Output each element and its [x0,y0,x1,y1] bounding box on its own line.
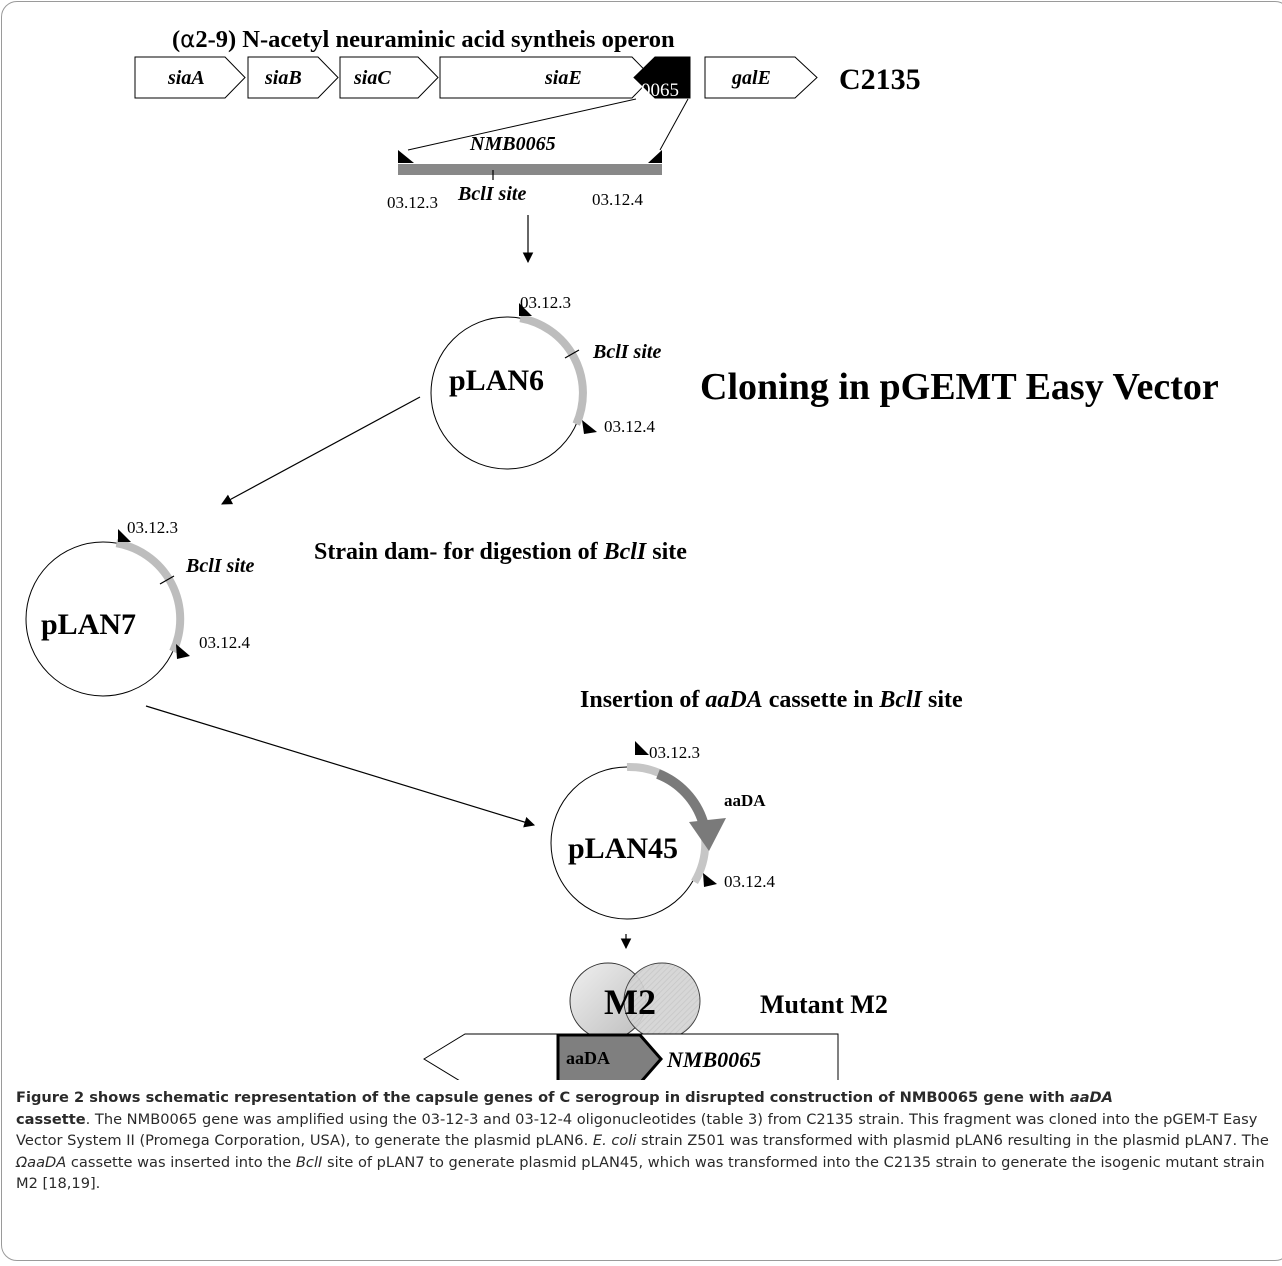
gene-0065: 0065 [633,56,691,101]
primer-top-label: 03.12.3 [520,293,571,312]
primer-bottom-marker [176,644,190,659]
site-label: BclI site [592,341,661,363]
plasmid-plan6: pLAN6 03.12.3 BclI site 03.12.4 [430,293,661,470]
gene-siaE: siaE [439,56,653,99]
svg-text:siaE: siaE [544,67,582,89]
site-tick [564,349,580,359]
strain-label: C2135 [839,63,921,96]
gene-galE: galE [704,56,818,99]
primer-right-marker [648,150,662,163]
plasmid-name: pLAN45 [568,832,678,865]
svg-text:galE: galE [731,67,771,89]
primer-top-label: 03.12.3 [127,518,178,537]
figure-caption: Figure 2 shows schematic representation … [16,1087,1278,1195]
svg-text:siaA: siaA [167,67,205,89]
primer-top-marker [635,741,649,755]
expansion-line-right [659,98,689,151]
caption-text-3: cassette was inserted into the [66,1153,296,1171]
caption-text-1: . The NMB0065 gene was amplified using t… [16,1110,1258,1150]
mutant-cell: M2 [569,962,701,1040]
caption-bcli: BclI [295,1153,323,1171]
caption-omega-aada: ΩaaDA [16,1153,67,1171]
plasmid-name: pLAN6 [449,364,544,397]
caption-bold-tail: cassette [16,1110,86,1128]
cell-label: M2 [604,982,656,1022]
caption-text-2: strain Z501 was transformed with plasmid… [636,1132,1269,1150]
primer-bottom-marker [582,420,597,434]
caption-bold-lead: Figure 2 shows schematic representation … [16,1089,1070,1106]
aada-cassette-arrowhead [689,818,726,851]
cassette-label: aaDA [724,791,766,810]
fragment-site-label: BclI site [457,183,526,205]
arrow-to-plan45 [145,705,536,828]
plasmid-name: pLAN7 [41,608,136,641]
operon-title: (α2-9) N-acetyl neuraminic acid syntheis… [172,26,675,53]
primer-top-marker [118,529,131,542]
primer-bottom-marker [703,873,717,887]
step-insertion: Insertion of aaDA cassette in BclI site [580,687,963,713]
operon-diagram: (α2-9) N-acetyl neuraminic acid syntheis… [25,26,1219,1080]
site-label: BclI site [185,555,254,577]
aada-cassette-block [556,1033,663,1080]
svg-text:siaC: siaC [353,67,391,89]
primer-top-label: 03.12.3 [649,743,700,762]
step-cloning: Cloning in pGEMT Easy Vector [700,366,1219,408]
caption-text-4: site of pLAN7 to generate plasmid pLAN45… [16,1153,1265,1193]
arrow-to-plan7 [221,396,421,505]
fragment-primer-right: 03.12.4 [592,190,644,209]
gene-siaA: siaA [134,56,246,99]
svg-text:0065: 0065 [641,80,679,101]
gene-siaB: siaB [247,56,339,99]
fragment-primer-left: 03.12.3 [387,193,438,212]
insert-segment [115,539,185,654]
site-tick [159,575,175,585]
primer-bottom-label: 03.12.4 [724,872,776,891]
fragment-gene-label: NMB0065 [469,133,556,155]
construct-gene-label: NMB0065 [666,1047,761,1072]
gene-siaC: siaC [339,56,439,99]
primer-top-marker [519,303,532,316]
insert-segment [519,314,587,426]
svg-text:siaB: siaB [264,67,302,89]
caption-ecoli: E. coli [592,1132,637,1150]
fragment-bar [398,164,662,175]
primer-left-marker [398,150,414,163]
caption-bold-italic: aaDA [1069,1089,1113,1106]
cassette-label: aaDA [566,1048,610,1068]
plasmid-plan7: pLAN7 03.12.3 BclI site 03.12.4 [25,518,254,697]
step-strain-dam: Strain dam- for digestion of BclI site [314,539,687,565]
plasmid-plan45: pLAN45 03.12.3 aaDA 03.12.4 [550,741,776,920]
expansion-line-left [407,98,637,151]
disrupted-construct: aaDA NMB0065 [423,1033,839,1080]
aada-cassette-arc [656,769,708,824]
primer-bottom-label: 03.12.4 [604,417,656,436]
primer-bottom-label: 03.12.4 [199,633,251,652]
mutant-title: Mutant M2 [760,990,888,1019]
